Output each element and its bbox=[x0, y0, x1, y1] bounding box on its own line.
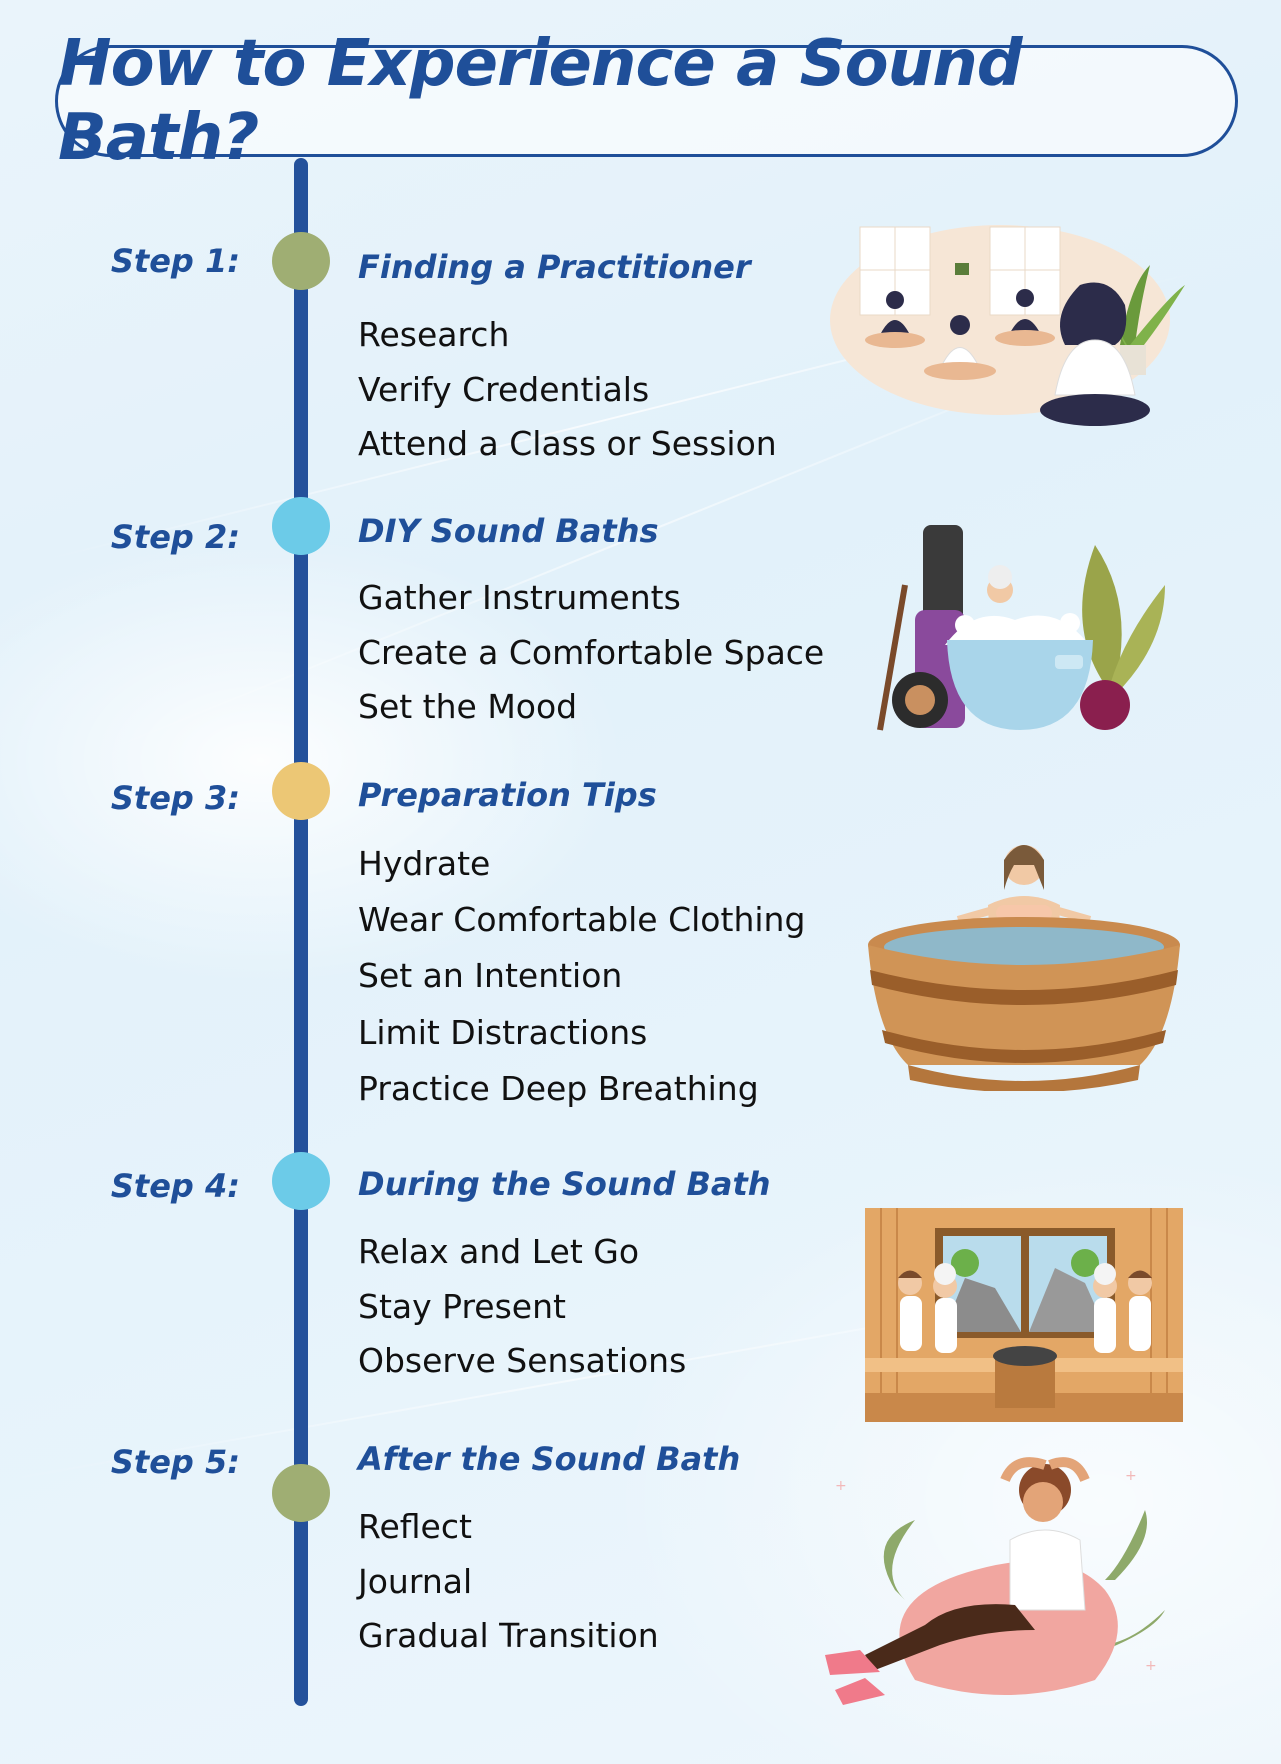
step-label: Step 1: bbox=[110, 242, 240, 280]
step-item: Verify Credentials bbox=[358, 370, 650, 409]
step-item: Research bbox=[358, 315, 510, 354]
svg-text:+: + bbox=[1145, 1658, 1157, 1674]
svg-text:+: + bbox=[1125, 1468, 1137, 1484]
wooden-tub-illustration bbox=[868, 845, 1180, 1091]
step-label: Step 5: bbox=[110, 1443, 240, 1481]
step-item: Journal bbox=[358, 1562, 473, 1601]
sauna-illustration bbox=[865, 1208, 1183, 1422]
step-dot bbox=[272, 1152, 330, 1210]
step-item: Hydrate bbox=[358, 844, 491, 883]
step-item: Observe Sensations bbox=[358, 1341, 687, 1380]
step-title: DIY Sound Baths bbox=[358, 512, 659, 550]
step-item: Set an Intention bbox=[358, 956, 623, 995]
step-item: Wear Comfortable Clothing bbox=[358, 900, 806, 939]
step-item: Gather Instruments bbox=[358, 578, 681, 617]
step-title: After the Sound Bath bbox=[358, 1440, 741, 1478]
step-item: Gradual Transition bbox=[358, 1616, 659, 1655]
step-item: Relax and Let Go bbox=[358, 1232, 640, 1271]
step-item: Practice Deep Breathing bbox=[358, 1069, 759, 1108]
step-title: Finding a Practitioner bbox=[358, 248, 751, 286]
step-dot bbox=[272, 762, 330, 820]
bubble-bath-illustration bbox=[877, 525, 1165, 731]
step-dot bbox=[272, 1464, 330, 1522]
step-item: Set the Mood bbox=[358, 687, 578, 726]
step-dot bbox=[272, 232, 330, 290]
group-meditation-illustration bbox=[830, 225, 1185, 426]
svg-text:+: + bbox=[835, 1478, 847, 1494]
step-label: Step 3: bbox=[110, 779, 240, 817]
page-title: How to Experience a Sound Bath? bbox=[58, 27, 1023, 175]
step-label: Step 4: bbox=[110, 1167, 240, 1205]
step-item: Create a Comfortable Space bbox=[358, 633, 825, 672]
step-item: Attend a Class or Session bbox=[358, 424, 777, 463]
step-title: Preparation Tips bbox=[358, 776, 657, 814]
step-item: Limit Distractions bbox=[358, 1013, 648, 1052]
step-title: During the Sound Bath bbox=[358, 1165, 771, 1203]
step-label: Step 2: bbox=[110, 518, 240, 556]
beanbag-relax-illustration: + + + bbox=[825, 1457, 1165, 1705]
step-item: Reflect bbox=[358, 1507, 472, 1546]
step-item: Stay Present bbox=[358, 1287, 566, 1326]
step-dot bbox=[272, 497, 330, 555]
title-banner: How to Experience a Sound Bath? bbox=[55, 27, 1238, 175]
